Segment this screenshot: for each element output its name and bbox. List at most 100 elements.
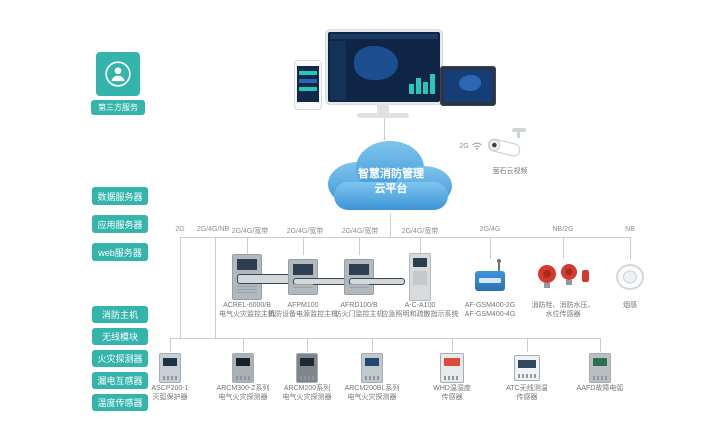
sidebar-item-wireless-module: 无线模块 bbox=[92, 328, 148, 345]
device-arcm200: ARCM200系列 电气火灾探测器 bbox=[262, 352, 352, 402]
dashboard-sidebar bbox=[330, 41, 346, 100]
device-acrel6000: ACREL-6000/B 电气火灾监控主机 bbox=[202, 253, 293, 319]
dashboard-bar bbox=[416, 78, 421, 94]
device-aca100: A-C-A100 应急照明和疏散指示系统 bbox=[375, 253, 465, 319]
stub-arcm200bl bbox=[372, 338, 373, 352]
device-model: ACREL-6000/B bbox=[223, 302, 271, 309]
device-model: ATC无线测温 bbox=[506, 385, 548, 392]
gsm-gateway-icon bbox=[475, 259, 505, 291]
electrical-fire-detector-icon bbox=[361, 353, 383, 383]
stub-gsm400 bbox=[490, 237, 491, 259]
phone-row bbox=[299, 79, 317, 83]
device-model: 烟感 bbox=[623, 302, 637, 309]
camera-conn-label: 2G bbox=[459, 143, 469, 150]
device-smoke-detector: 烟感 bbox=[585, 253, 675, 310]
conn-label-4: 2G/4G/宽带 bbox=[401, 228, 439, 235]
sidebar-item-data-server: 数据服务器 bbox=[92, 187, 148, 205]
conn-label-trunk2: 2G/4G/NB bbox=[196, 226, 230, 233]
cloud-title-line2: 云平台 bbox=[374, 183, 408, 195]
device-model: ASCP200-1 bbox=[151, 385, 189, 392]
conn-label-5: 2G/4G bbox=[479, 226, 501, 233]
wireless-temp-sensor-icon bbox=[514, 355, 540, 381]
cctv-camera-icon bbox=[487, 128, 526, 157]
cloud-icon: 智慧消防管理 云平台 bbox=[316, 136, 466, 218]
device-atc: ATC无线测温 传感器 bbox=[482, 352, 572, 402]
fire-door-host-icon bbox=[344, 259, 405, 295]
stub-arcm200 bbox=[307, 338, 308, 352]
cloud-title-line1: 智慧消防管理 bbox=[358, 168, 424, 180]
device-model: ARCM300-Z系列 bbox=[216, 385, 270, 392]
sidebar-item-temperature-sensor: 温度传感器 bbox=[92, 394, 148, 411]
device-afpm100: AFPM100 消防设备电源监控主机 bbox=[258, 253, 349, 319]
device-desc: 灭弧保护器 bbox=[152, 394, 188, 401]
phone-row bbox=[299, 71, 317, 75]
phone-screen bbox=[297, 66, 319, 102]
sidebar-item-fire-detector: 火灾探测器 bbox=[92, 350, 148, 367]
device-desc: 防火门监控主机 bbox=[334, 311, 384, 318]
stub-aafd bbox=[600, 338, 601, 352]
tablet-map bbox=[459, 75, 481, 91]
electrical-fire-detector-icon bbox=[296, 353, 318, 383]
stub-ascp bbox=[170, 338, 171, 352]
device-arcm300z: ARCM300-Z系列 电气火灾探测器 bbox=[198, 352, 288, 402]
conn-label-trunk1: 2G bbox=[175, 226, 185, 233]
conn-label-2: 2G/4G/宽带 bbox=[286, 228, 324, 235]
sidebar-item-app-server: 应用服务器 bbox=[92, 215, 148, 233]
third-party-service-label: 第三方服务 bbox=[91, 100, 145, 115]
device-model: AFRD100/B bbox=[340, 302, 378, 309]
emergency-lighting-cabinet-icon bbox=[409, 253, 431, 301]
device-whd: WHD温湿度 传感器 bbox=[407, 352, 497, 402]
phone-icon bbox=[294, 60, 322, 110]
stub-arcm300 bbox=[243, 338, 244, 352]
camera-label: 萤石云视频 bbox=[492, 168, 528, 175]
bottom-bus-line bbox=[170, 338, 600, 339]
tablet-icon bbox=[440, 66, 496, 106]
trunk-line-2g bbox=[180, 237, 181, 338]
smoke-detector-icon bbox=[616, 264, 644, 290]
phone-row bbox=[299, 87, 317, 91]
device-model: 消防栓、消防水压、 bbox=[531, 302, 595, 309]
device-gsm400: AF-GSM400-2G AF-GSM400-4G bbox=[445, 253, 535, 319]
sidebar-item-fire-host: 消防主机 bbox=[92, 306, 148, 323]
monitor-icon bbox=[326, 30, 442, 104]
device-model: AF-GSM400-2G bbox=[464, 302, 516, 309]
device-desc: 传感器 bbox=[516, 394, 538, 401]
device-aafd: AAFD故障电弧 bbox=[555, 352, 645, 393]
temp-humidity-sensor-icon bbox=[440, 353, 464, 383]
cloud-platform-title: 智慧消防管理 云平台 bbox=[316, 136, 466, 218]
stub-atc bbox=[527, 338, 528, 352]
line-monitor-cloud bbox=[384, 118, 385, 140]
device-model: ARCM200BL系列 bbox=[344, 385, 400, 392]
stub-afrd100 bbox=[359, 237, 360, 255]
stub-aca100 bbox=[420, 237, 421, 255]
dashboard-bar bbox=[423, 82, 428, 94]
device-desc: 水位传感器 bbox=[545, 311, 581, 318]
device-model: AAFD故障电弧 bbox=[576, 385, 624, 392]
device-arcm200bl: ARCM200BL系列 电气火灾探测器 bbox=[327, 352, 417, 402]
device-model: A-C-A100 bbox=[404, 302, 436, 309]
line-cloud-bus bbox=[390, 214, 391, 237]
trunk-line-2g4gnb bbox=[215, 237, 216, 338]
power-monitor-host-icon bbox=[288, 259, 349, 295]
device-model: AFPM100 bbox=[287, 302, 319, 309]
electrical-fire-detector-icon bbox=[232, 353, 254, 383]
device-afrd100: AFRD100/B 防火门监控主机 bbox=[314, 253, 405, 319]
dashboard-bar bbox=[409, 84, 414, 94]
sidebar-item-leakage-transformer: 漏电互感器 bbox=[92, 372, 148, 389]
arc-extinguishing-protector-icon bbox=[159, 353, 181, 383]
device-model: WHD温湿度 bbox=[433, 385, 471, 392]
device-desc: 传感器 bbox=[441, 394, 463, 401]
device-desc: AF-GSM400-4G bbox=[464, 311, 516, 318]
device-hydrant-sensors: 消防栓、消防水压、 水位传感器 bbox=[518, 253, 608, 319]
device-desc: 消防设备电源监控主机 bbox=[268, 311, 338, 318]
top-bus-line bbox=[180, 237, 630, 238]
fire-monitor-host-icon bbox=[232, 254, 293, 300]
conn-label-6: NB/2G bbox=[552, 226, 574, 233]
dashboard-header bbox=[330, 34, 438, 39]
stub-hydrant bbox=[563, 237, 564, 259]
conn-label-3: 2G/4G/宽带 bbox=[341, 228, 379, 235]
wifi-signal-icon bbox=[472, 142, 482, 150]
device-model: ARCM200系列 bbox=[283, 385, 331, 392]
arc-fault-detector-icon bbox=[589, 353, 611, 383]
